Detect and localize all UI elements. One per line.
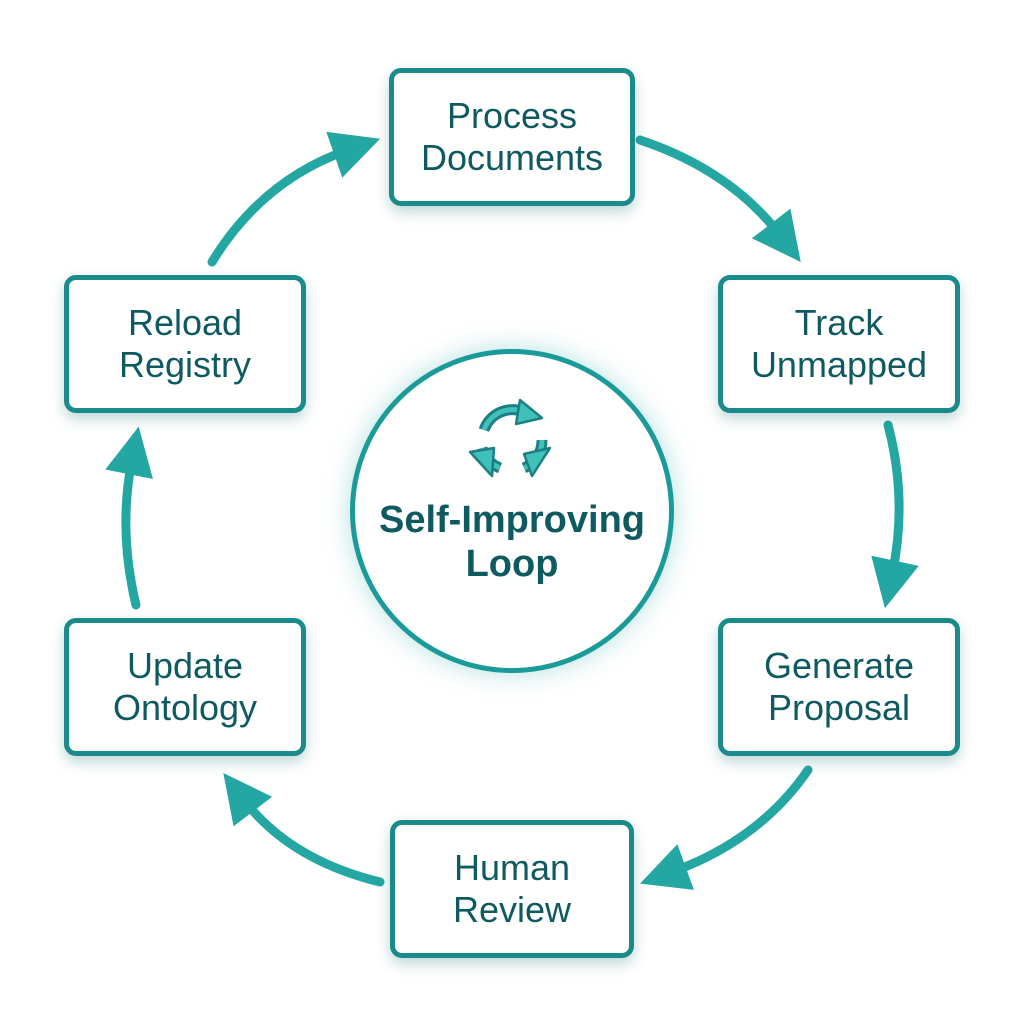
arrow-reload-to-process [207,131,381,267]
step-process-documents: Process Documents [389,68,635,206]
step-track-unmapped: Track Unmapped [718,275,960,413]
step-human-review: Human Review [390,820,634,958]
arrow-review-to-update [223,773,385,887]
arrow-update-to-reload [105,426,153,610]
arrow-process-to-track [635,135,801,262]
center-title: Self-Improving Loop [378,499,646,585]
step-label: Reload Registry [118,302,252,385]
step-label: Human Review [452,847,572,930]
step-reload-registry: Reload Registry [64,275,306,413]
step-label: Track Unmapped [750,302,928,385]
step-generate-proposal: Generate Proposal [718,618,960,756]
arrow-generate-to-review [640,765,813,890]
step-label: Generate Proposal [763,645,915,728]
step-label: Process Documents [420,95,604,178]
arrow-track-to-generate [871,420,919,609]
step-label: Update Ontology [112,645,258,728]
refresh-cycle-icon [468,398,552,478]
center-hub [350,349,674,673]
step-update-ontology: Update Ontology [64,618,306,756]
